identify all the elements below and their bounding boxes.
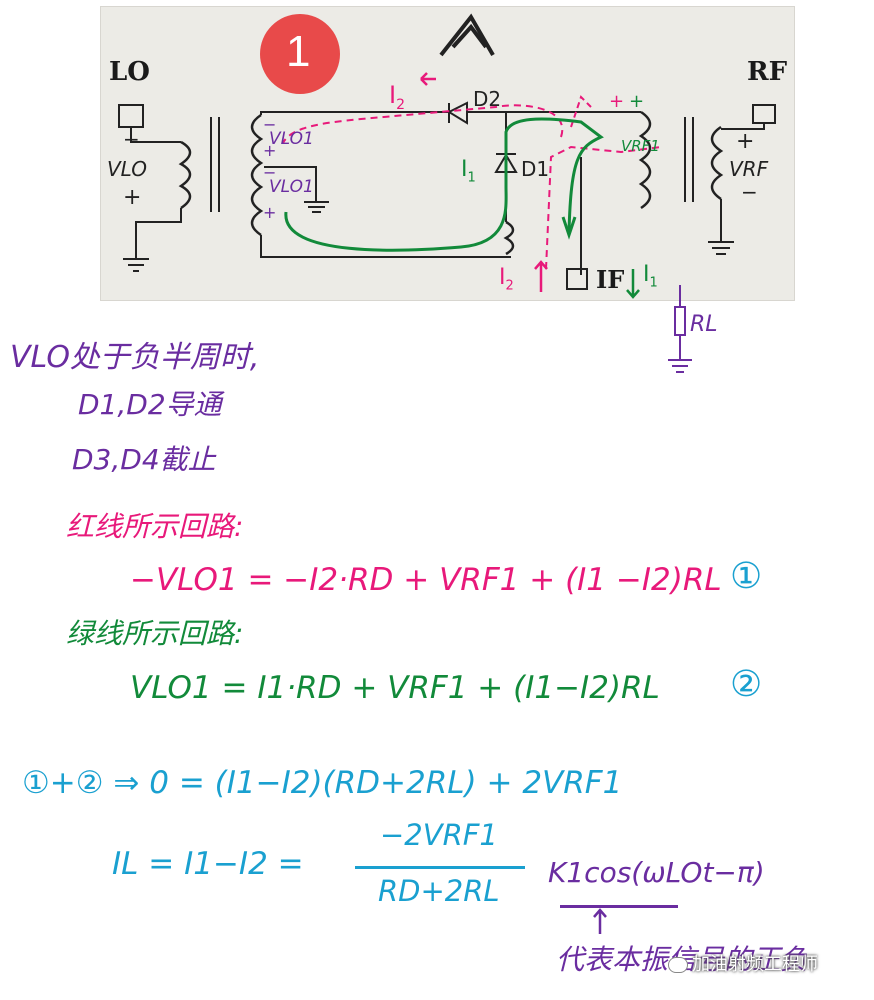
vrf1-label: VRF1 — [621, 137, 660, 155]
rf-coil-plus-2: + — [629, 91, 645, 112]
vlo1-top-plus: + — [263, 141, 277, 160]
up-arrow-icon — [593, 908, 607, 934]
equation-2-number: ② — [730, 664, 763, 705]
circuit-diagram — [118, 13, 776, 299]
vrf-label: VRF — [729, 157, 769, 181]
equation-1-number: ① — [730, 556, 763, 597]
i2-top-label: I2 — [389, 81, 405, 113]
vrf-plus: + — [736, 129, 755, 154]
step-badge-number: 1 — [286, 27, 311, 76]
if-label: IF — [596, 265, 625, 294]
vlo-label: VLO — [107, 157, 147, 181]
vlo1-top-minus: − — [263, 115, 277, 134]
equation-2: VLO1 = I1·RD + VRF1 + (I1−I2)RL — [130, 670, 660, 706]
equation-4-numerator: −2VRF1 — [380, 818, 498, 852]
lo-primary-coil — [178, 140, 192, 210]
lo-port-box — [118, 104, 144, 128]
vlo1-bot-plus: + — [263, 203, 277, 222]
fraction-bar — [355, 866, 525, 869]
vlo1-top-label: VLO1 — [269, 129, 314, 149]
note-line-3: D3,D4截止 — [72, 443, 216, 476]
rf-label: RF — [747, 57, 788, 87]
if-port-box — [566, 268, 588, 290]
step-badge — [260, 14, 340, 94]
d2-label: D2 — [473, 87, 502, 111]
note-line-1: VLO处于负半周时, — [10, 340, 260, 375]
i1-label: I1 — [461, 157, 476, 186]
rf-coil-plus-1: + — [609, 91, 625, 112]
equation-3: ①+② ⇒ 0 = (I1−I2)(RD+2RL) + 2VRF1 — [22, 765, 623, 801]
rf-port-box — [752, 104, 776, 124]
lo-label: LO — [109, 57, 150, 87]
circuit-photo: 1 LO RF IF D2 D1 − VLO + + VRF − VLO1 VL… — [100, 6, 795, 301]
vlo1-bot-minus: − — [263, 163, 277, 182]
i1-if-label: I1 — [643, 262, 658, 291]
red-loop-path — [282, 104, 564, 144]
rf-primary-coil — [710, 125, 724, 201]
vlo1-bot-label: VLO1 — [269, 177, 314, 197]
load-resistor-diagram — [668, 285, 692, 373]
rf-secondary-coil — [638, 110, 652, 210]
wechat-icon — [668, 957, 688, 973]
i2-bottom-label: I2 — [499, 265, 514, 294]
logo-icon — [439, 13, 495, 57]
green-loop-path — [284, 117, 604, 252]
note-line-2: D1,D2导通 — [78, 388, 222, 421]
vlo-minus: − — [123, 127, 140, 151]
ground-icon — [123, 258, 149, 272]
equation-1: −VLO1 = −I2·RD + VRF1 + (I1 −I2)RL — [130, 562, 722, 598]
lo-secondary-coil — [250, 113, 264, 237]
cos-underline — [560, 905, 678, 908]
green-loop-title: 绿线所示回路: — [66, 617, 244, 650]
red-loop-title: 红线所示回路: — [66, 510, 244, 543]
d1-label: D1 — [521, 157, 550, 181]
equation-4-left: IL = I1−I2 = — [112, 846, 304, 882]
cos-term: K1cos(ωLOt−π) — [548, 856, 765, 889]
vrf-minus: − — [741, 180, 758, 204]
watermark: 加油射频工程师 — [668, 950, 818, 976]
vlo-plus: + — [123, 185, 142, 210]
load-label: RL — [690, 312, 718, 337]
equation-4-denominator: RD+2RL — [378, 874, 500, 908]
